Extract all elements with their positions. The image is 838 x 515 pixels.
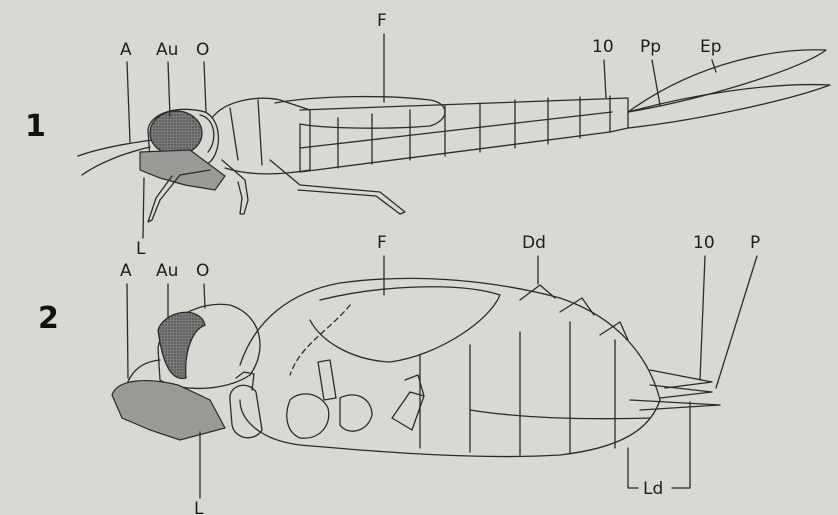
figure-2-legs: [230, 360, 424, 438]
figure-2-label-paraproct: P: [750, 233, 760, 253]
figure-2-label-wing-pad: F: [377, 233, 387, 253]
figure-2-dorsal-processes: [520, 285, 628, 340]
figure-2-label-segment-10: 10: [693, 233, 715, 253]
figure-1-label-eye: Au: [156, 40, 178, 60]
figure-1-label-epiproct: Ep: [700, 37, 722, 57]
figure-1-number: 1: [25, 109, 46, 144]
figure-1-abdomen: [300, 98, 628, 172]
figure-1-thorax: [212, 98, 310, 174]
figure-2-wing-pad: [310, 287, 500, 362]
figure-2-label-dorsal-process: Dd: [522, 233, 546, 253]
figure-2-label-eye: Au: [156, 261, 178, 281]
figure-1-label-antenna: A: [120, 40, 132, 60]
figure-2-label-ocelli: O: [196, 261, 209, 281]
figure-2-compound-eye: [158, 312, 205, 378]
figure-1-labium: [140, 150, 225, 190]
figure-1-label-segment-10: 10: [592, 37, 614, 57]
figure-2-number: 2: [38, 301, 59, 336]
figure-1-compound-eye: [150, 111, 202, 155]
figure-2-larva: [112, 278, 720, 456]
figure-1-larva: [78, 50, 830, 222]
figure-2-label-antenna: A: [120, 261, 132, 281]
figure-2-body: [240, 278, 660, 456]
figure-1-label-wing-pad: F: [377, 11, 387, 31]
figure-1-label-ocelli: O: [196, 40, 209, 60]
figure-1-epiproct: [628, 50, 826, 112]
figure-1-label-paraproct: Pp: [640, 37, 661, 57]
figure-2-label-labium: L: [194, 499, 204, 515]
figure-1-wing-pad: [275, 97, 445, 129]
figure-1-label-labium: L: [136, 239, 146, 259]
figure-2-paraprocts: [630, 370, 720, 410]
figure-2-labium: [112, 381, 225, 440]
figure-2-label-lateral-process: Ld: [643, 479, 663, 499]
